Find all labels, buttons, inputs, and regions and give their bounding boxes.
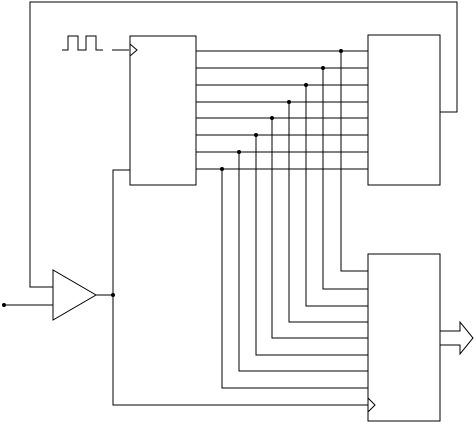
bottom-right-block xyxy=(368,254,440,421)
bus-junction xyxy=(304,83,308,87)
register-data-input-wire xyxy=(113,170,130,295)
output-arrow-icon xyxy=(440,322,473,354)
bus-junction xyxy=(237,150,241,154)
bus-junction xyxy=(270,116,274,120)
comparator-icon xyxy=(53,270,96,320)
bus-tap xyxy=(272,118,368,338)
bus-junction xyxy=(220,167,224,171)
bus-junction xyxy=(321,66,325,70)
bus-junction xyxy=(287,100,291,104)
bus-tap xyxy=(341,51,368,271)
shift-register-block xyxy=(130,36,196,185)
bus-junction xyxy=(339,49,343,53)
bus-tap xyxy=(323,68,368,289)
data-bus xyxy=(196,49,368,388)
clock-pulse-icon xyxy=(62,36,103,50)
bus-junction xyxy=(254,133,258,137)
top-right-block xyxy=(368,35,440,185)
